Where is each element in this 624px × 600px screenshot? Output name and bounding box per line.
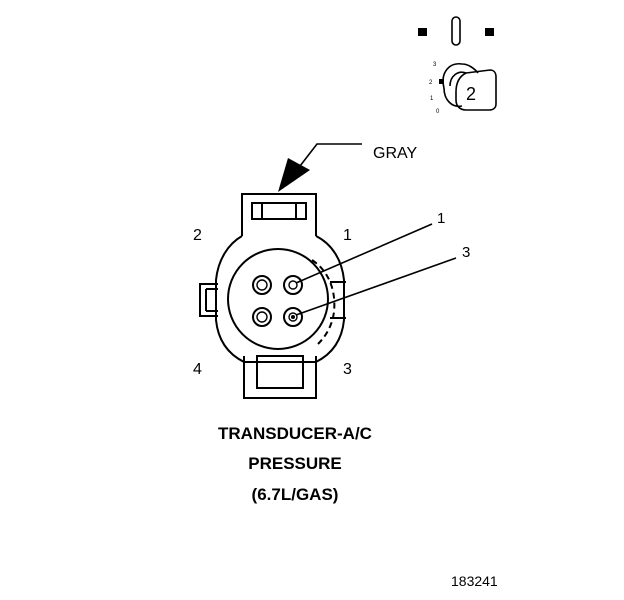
gray-callout-arrowhead [278,158,310,192]
cavity-label-4: 4 [193,361,202,378]
component-key-icon [439,63,497,111]
cavity-label-1: 1 [343,227,352,244]
callout-label-3: 3 [462,244,471,261]
key-scale-mark-2: 2 [429,80,433,86]
cavity-label-3: 3 [343,361,352,378]
vertical-pill-mark [451,16,461,46]
cavity-4 [252,307,272,327]
left-square-mark [418,28,427,36]
cavity-2 [252,275,272,295]
key-scale-mark-1: 1 [430,96,434,102]
caption-line-1: TRANSDUCER-A/C [218,424,372,443]
key-indicator-mark [439,79,444,84]
cavity-3 [283,307,303,327]
callout-3-leader [295,257,457,316]
callout-label-1: 1 [437,210,446,227]
figure-number: 183241 [451,573,498,589]
key-scale-mark-3: 3 [433,62,437,68]
right-square-mark [485,28,494,36]
cavity-label-2: 2 [193,227,202,244]
gray-callout-leader [299,143,362,167]
connector-housing [199,193,346,399]
key-scale-mark-0: 0 [436,109,440,115]
cavity-1 [283,275,303,295]
callout-1-leader [295,223,433,284]
caption-line-2: PRESSURE [248,454,342,473]
component-key-number: 2 [466,84,477,104]
top-latch-window [251,202,307,220]
caption-line-3: (6.7L/GAS) [251,485,339,504]
wire-color-label: GRAY [373,145,418,162]
bottom-tab-window [256,355,304,389]
